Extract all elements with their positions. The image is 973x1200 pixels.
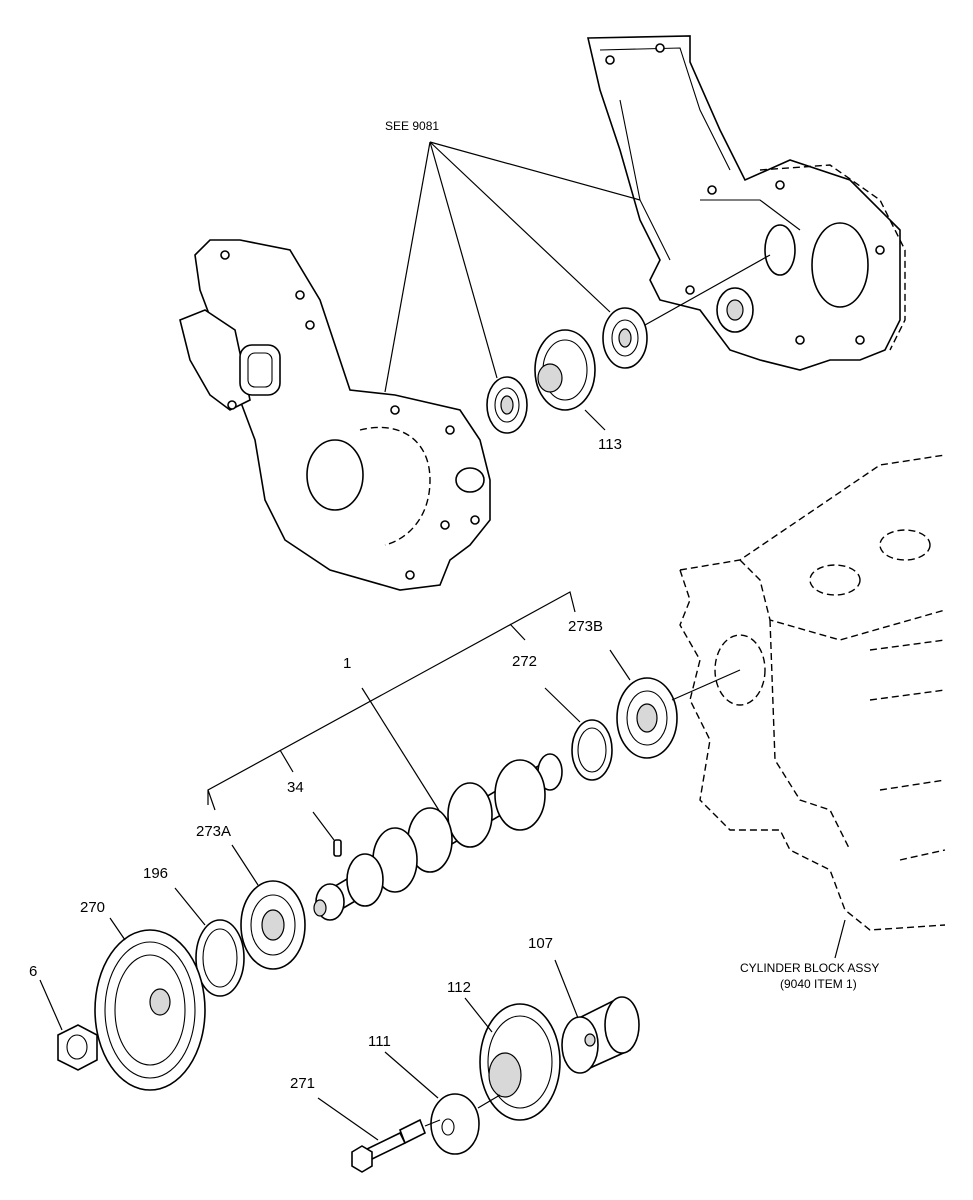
camshaft-1: [313, 753, 563, 921]
bearing-bracket: [207, 591, 576, 811]
see-ref-label: SEE 9081: [385, 119, 439, 133]
gear-112: [479, 1003, 561, 1121]
part-label-270: 270: [80, 899, 105, 916]
nut-6: [57, 1024, 98, 1071]
part-label-6: 6: [29, 963, 37, 980]
part-label-273a: 273A: [196, 823, 231, 840]
part-label-34: 34: [287, 779, 304, 796]
bolt-271: [351, 1118, 427, 1173]
part-label-113: 113: [598, 436, 622, 453]
cylinder-block: [679, 454, 946, 931]
upper-bearing-right: [602, 307, 648, 369]
bearing-273b: [616, 677, 678, 759]
washer-111: [430, 1093, 480, 1155]
part-label-196: 196: [143, 865, 168, 882]
gear-case-plate: [586, 35, 906, 371]
upper-bearing-left: [486, 376, 528, 434]
block-label-line2: (9040 ITEM 1): [780, 977, 857, 991]
part-label-273b: 273B: [568, 618, 603, 635]
part-label-271: 271: [290, 1075, 315, 1092]
ring-272: [571, 719, 613, 781]
see-ref-leaders: [384, 141, 641, 393]
bearing-273a: [240, 880, 306, 970]
hub-107: [561, 996, 640, 1074]
block-label-line1: CYLINDER BLOCK ASSY: [740, 961, 879, 975]
part-label-272: 272: [512, 653, 537, 670]
cam-gear-270: [94, 929, 206, 1091]
snap-ring-196: [195, 919, 245, 997]
part-label-111: 111: [368, 1033, 391, 1050]
front-cover-housing: [179, 239, 491, 591]
idler-gear-113: [534, 329, 596, 411]
part-label-112: 112: [447, 979, 471, 996]
part-label-1: 1: [343, 655, 351, 672]
part-label-107: 107: [528, 935, 553, 952]
key-34: [333, 839, 342, 857]
